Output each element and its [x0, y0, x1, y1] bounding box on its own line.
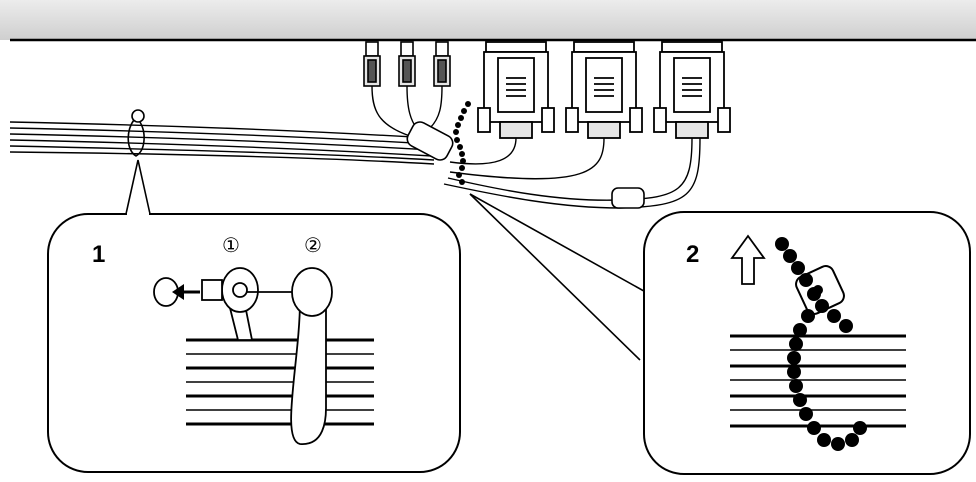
audio-jack [433, 41, 451, 87]
video-connector [565, 41, 643, 139]
video-connector [477, 41, 555, 139]
cable-clip-strap [153, 267, 333, 445]
cable-holder [406, 121, 454, 161]
monitor-back-panel [0, 0, 976, 42]
part-1-marker: ① [222, 233, 240, 257]
step-2-number: 2 [686, 241, 699, 268]
audio-connectors [363, 41, 451, 87]
ferrite-core [611, 187, 645, 209]
video-connector [653, 41, 731, 139]
step-2-cable-bundle [730, 334, 906, 428]
callout-step-1: 1 ① ② [47, 159, 461, 473]
audio-jack [398, 41, 416, 87]
up-arrow-icon [730, 234, 766, 285]
audio-jack [363, 41, 381, 87]
step-1-cable-bundle [186, 338, 374, 426]
step-1-number: 1 [92, 241, 105, 268]
left-arrow-icon [172, 284, 200, 300]
cable-clip [127, 109, 145, 157]
part-2-marker: ② [304, 233, 322, 257]
video-connectors [477, 41, 731, 139]
bead-tie [453, 101, 471, 185]
bead-chain [775, 237, 867, 451]
callout-step-2: 2 [469, 193, 971, 475]
